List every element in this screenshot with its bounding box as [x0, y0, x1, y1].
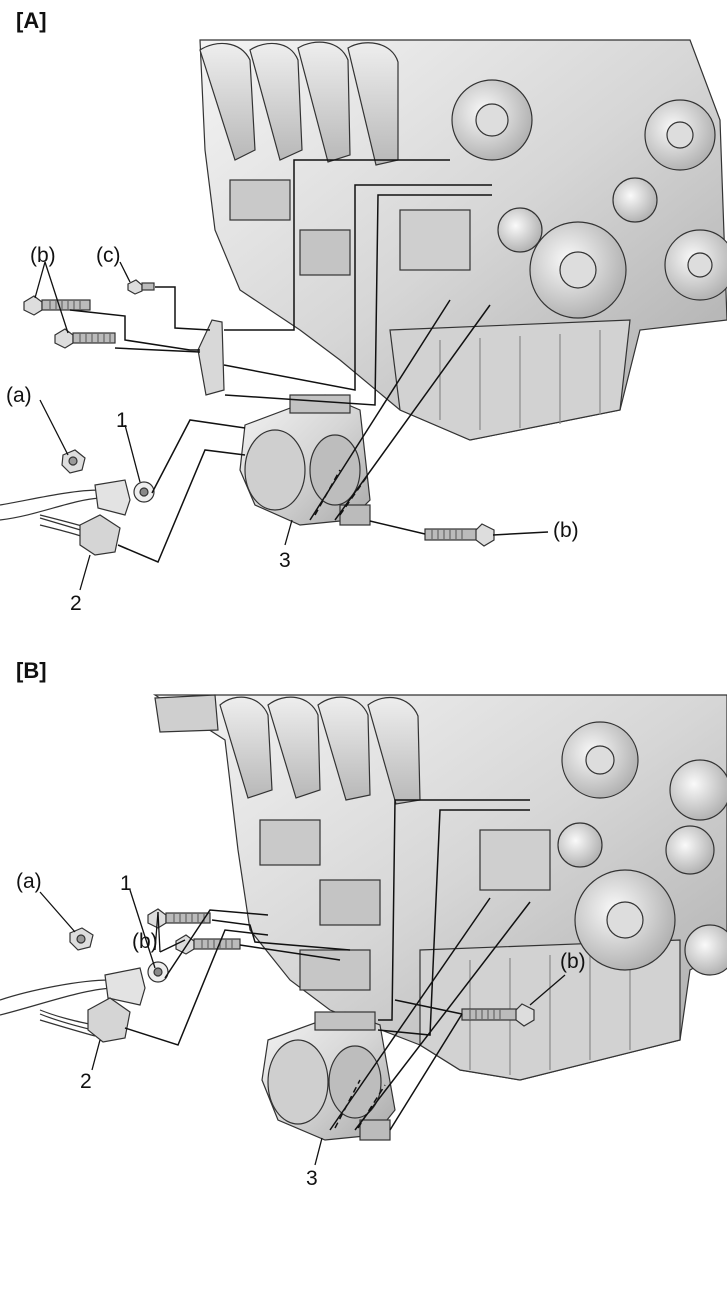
panel-b-tag: [B]	[16, 658, 47, 683]
guide-lines	[69, 159, 549, 563]
guide-lines	[124, 799, 531, 1131]
label-b-right: (b)	[560, 950, 586, 973]
label-1: 1	[116, 409, 128, 432]
bolt-b-upper-1	[23, 295, 91, 316]
label-1: 1	[120, 872, 132, 895]
label-b-top: (b)	[30, 244, 56, 267]
panel-b-illustration: (b) (a) 1 2 3 (b)	[0, 694, 727, 1190]
label-3: 3	[279, 549, 291, 572]
connector-coupler	[87, 997, 131, 1043]
leader-lines	[39, 889, 566, 1166]
panel-b: [B]	[0, 650, 727, 1303]
alternator	[239, 394, 371, 526]
bolt-b-lower	[461, 1003, 535, 1027]
terminal-boot	[104, 961, 169, 1006]
bolt-b-upper-2	[175, 934, 241, 955]
label-2: 2	[70, 592, 82, 615]
nut-a	[69, 927, 94, 951]
label-a: (a)	[6, 384, 32, 407]
bracket	[197, 319, 225, 396]
bolt-b-upper-2	[54, 328, 116, 349]
terminal-boot	[94, 479, 155, 516]
label-b-right: (b)	[553, 519, 579, 542]
engine-assembly	[199, 39, 727, 441]
label-b-top: (b)	[132, 930, 158, 953]
bolt-c	[127, 279, 155, 295]
leader-lines	[34, 261, 293, 591]
panel-a-illustration: (b) (c) (a) 1 2 3 (b)	[0, 39, 727, 615]
alternator	[261, 1011, 396, 1141]
label-c: (c)	[96, 244, 121, 267]
panel-a: [A]	[0, 0, 727, 640]
connector-coupler	[79, 514, 121, 556]
panel-a-tag: [A]	[16, 8, 47, 33]
nut-a	[61, 449, 86, 474]
label-a: (a)	[16, 870, 42, 893]
engine-assembly	[152, 694, 727, 1081]
bolt-b-lower	[424, 523, 495, 547]
label-3: 3	[306, 1167, 318, 1190]
label-2: 2	[80, 1070, 92, 1093]
